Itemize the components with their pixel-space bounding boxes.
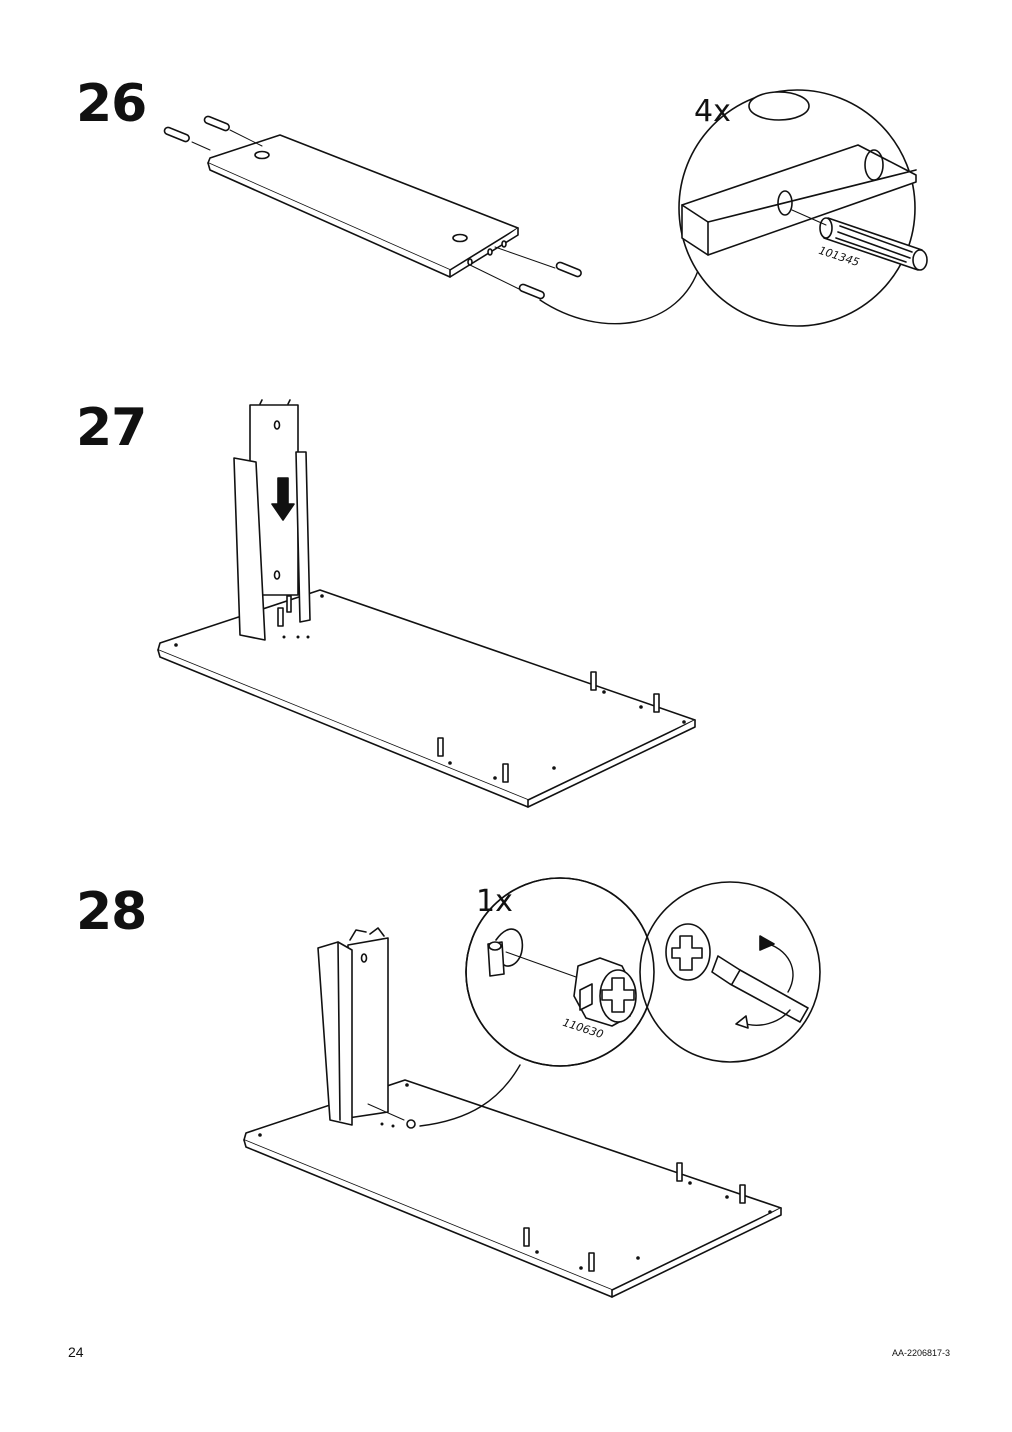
page-number: 24: [68, 1344, 84, 1360]
document-id: AA-2206817-3: [891, 1348, 950, 1358]
base-panel-28: [244, 1080, 781, 1297]
upright-panel-27: [234, 400, 310, 640]
holes-28: [258, 1083, 772, 1270]
arrow-down-icon: [272, 478, 294, 520]
step-number-26: 26: [76, 74, 147, 134]
cam-lock-detail-icon: [574, 958, 636, 1026]
screwdriver-icon: [666, 924, 808, 1028]
step-27-illustration: [158, 400, 695, 807]
base-panel-27: [158, 590, 695, 807]
holes-27: [174, 594, 686, 780]
quantity-label-28: 1x: [476, 884, 513, 919]
step-number-28: 28: [76, 882, 147, 942]
dowel-detail-icon: [820, 218, 927, 270]
dowel-icon: [163, 115, 582, 299]
panel-26: [208, 135, 518, 277]
upright-panel-28: [318, 928, 388, 1125]
quantity-label-26: 4x: [694, 94, 731, 129]
cam-lock-small-icon: [368, 1104, 415, 1128]
detail-callout-28: [420, 878, 820, 1126]
step-number-27: 27: [76, 398, 147, 458]
step-28-illustration: [244, 878, 820, 1297]
cam-lock-icon: [488, 942, 504, 976]
cam-pins-27: [278, 596, 659, 782]
step-26-illustration: [163, 90, 927, 326]
detail-callout-26: [540, 90, 927, 326]
cam-pins-28: [524, 1163, 745, 1271]
